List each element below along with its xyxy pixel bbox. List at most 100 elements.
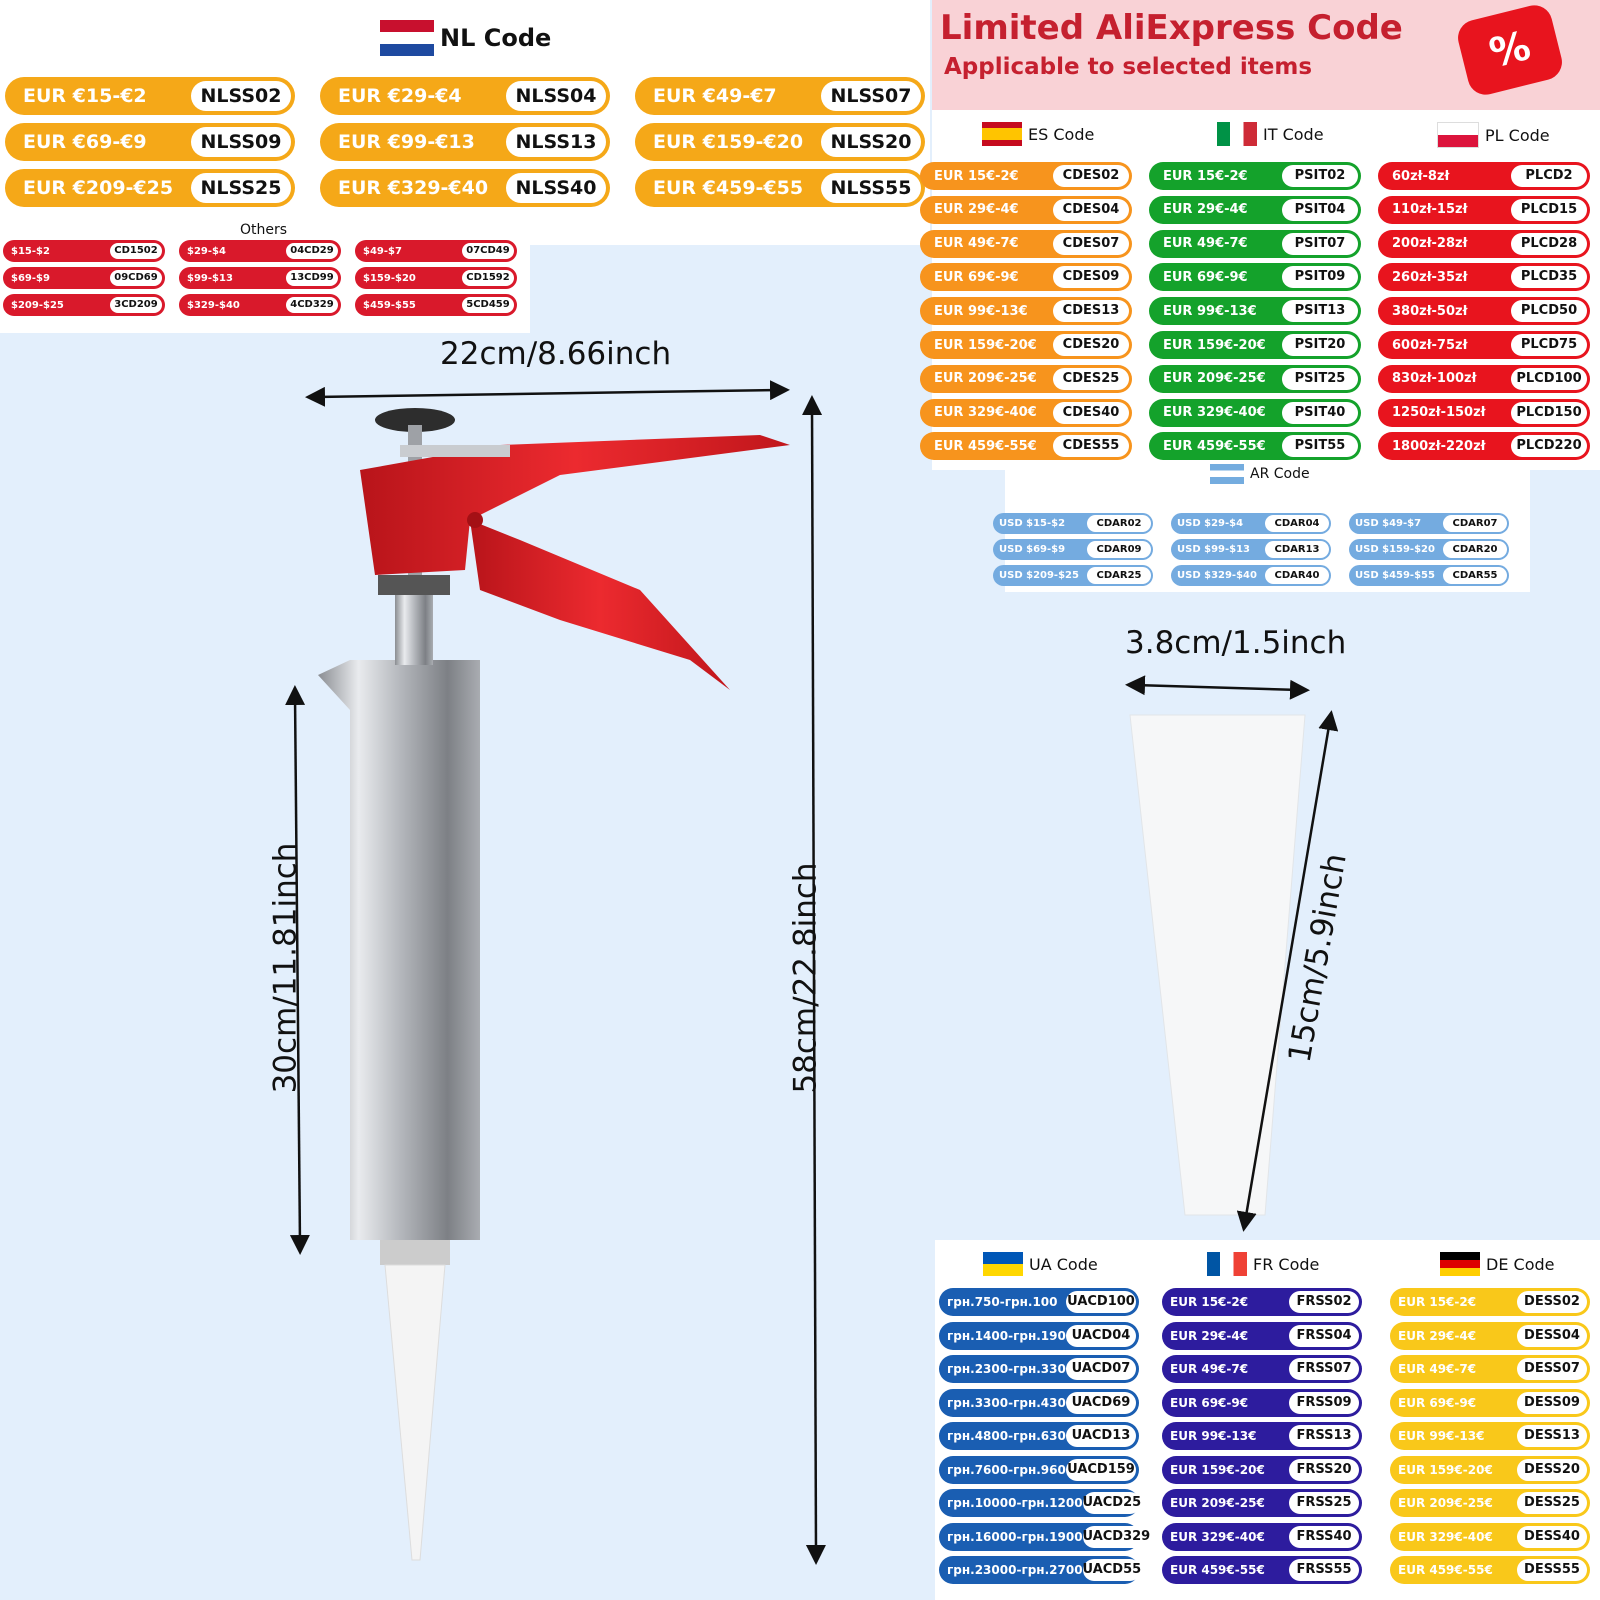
coupon-pill[interactable]: EUR 15€-2€CDES02	[920, 162, 1132, 190]
coupon-pill[interactable]: EUR 459€-55€DESS55	[1390, 1556, 1590, 1584]
coupon-code[interactable]: CDES55	[1053, 435, 1129, 458]
coupon-pill[interactable]: EUR 15€-2€DESS02	[1390, 1288, 1590, 1316]
coupon-pill[interactable]: EUR 159€-20€CDES20	[920, 331, 1132, 359]
coupon-pill[interactable]: EUR 329€-40€PSIT40	[1149, 398, 1361, 427]
coupon-pill[interactable]: EUR 159€-20€DESS20	[1390, 1455, 1590, 1484]
coupon-code[interactable]: DESS02	[1517, 1291, 1587, 1313]
coupon-code[interactable]: PSIT55	[1282, 435, 1358, 458]
coupon-code[interactable]: NLSS20	[821, 127, 921, 157]
coupon-code[interactable]: PSIT40	[1282, 401, 1358, 424]
coupon-pill[interactable]: EUR 329€-40€FRSS40	[1162, 1522, 1362, 1551]
coupon-code[interactable]: PLCD35	[1511, 266, 1587, 289]
coupon-code[interactable]: PSIT25	[1282, 367, 1358, 390]
coupon-pill[interactable]: EUR 209€-25€PSIT25	[1149, 364, 1361, 393]
coupon-code[interactable]: CDAR02	[1087, 515, 1151, 532]
coupon-code[interactable]: PSIT13	[1282, 300, 1358, 323]
coupon-pill[interactable]: EUR 15€-2€FRSS02	[1162, 1288, 1362, 1316]
coupon-code[interactable]: DESS20	[1517, 1458, 1587, 1481]
coupon-code[interactable]: DESS13	[1517, 1425, 1587, 1447]
coupon-code[interactable]: UACD04	[1066, 1324, 1136, 1347]
coupon-code[interactable]: NLSS40	[506, 173, 606, 203]
coupon-pill[interactable]: EUR 29€-4€DESS04	[1390, 1321, 1590, 1350]
coupon-code[interactable]: NLSS55	[821, 173, 921, 203]
coupon-code[interactable]: FRSS04	[1289, 1324, 1359, 1347]
coupon-code[interactable]: PSIT09	[1282, 266, 1358, 289]
coupon-code[interactable]: CDAR04	[1265, 515, 1329, 532]
coupon-code[interactable]: PSIT20	[1282, 334, 1358, 356]
coupon-code[interactable]: FRSS25	[1289, 1492, 1359, 1514]
coupon-code[interactable]: DESS55	[1517, 1559, 1587, 1581]
coupon-code[interactable]: UACD159	[1066, 1458, 1136, 1481]
coupon-code[interactable]: PSIT04	[1282, 198, 1358, 221]
coupon-pill[interactable]: EUR 29€-4€CDES04	[920, 195, 1132, 224]
coupon-pill[interactable]: EUR 49€-7€CDES07	[920, 229, 1132, 258]
coupon-code[interactable]: PLCD100	[1511, 367, 1587, 390]
coupon-code[interactable]: UACD100	[1066, 1291, 1136, 1313]
coupon-code[interactable]: CD1592	[462, 270, 514, 286]
coupon-code[interactable]: UACD07	[1066, 1358, 1136, 1380]
coupon-code[interactable]: NLSS25	[191, 173, 291, 203]
coupon-code[interactable]: 13CD99	[286, 270, 338, 286]
coupon-pill[interactable]: EUR 49€-7€PSIT07	[1149, 229, 1361, 258]
coupon-code[interactable]: PLCD220	[1511, 435, 1587, 458]
coupon-code[interactable]: 04CD29	[286, 243, 338, 259]
coupon-code[interactable]: NLSS09	[191, 127, 291, 157]
coupon-code[interactable]: CDAR13	[1265, 541, 1329, 558]
coupon-code[interactable]: CDES09	[1053, 266, 1129, 289]
coupon-pill[interactable]: EUR 209€-25€CDES25	[920, 364, 1132, 393]
coupon-pill[interactable]: EUR 99€-13€DESS13	[1390, 1422, 1590, 1450]
coupon-code[interactable]: 07CD49	[462, 243, 514, 259]
coupon-pill[interactable]: EUR 209€-25€DESS25	[1390, 1489, 1590, 1517]
coupon-code[interactable]: 09CD69	[110, 270, 162, 286]
coupon-code[interactable]: CDAR40	[1265, 567, 1329, 584]
coupon-pill[interactable]: EUR 99€-13€CDES13	[920, 297, 1132, 326]
coupon-code[interactable]: PSIT02	[1282, 165, 1358, 187]
coupon-code[interactable]: PLCD15	[1511, 198, 1587, 221]
coupon-pill[interactable]: EUR 69€-9€DESS09	[1390, 1388, 1590, 1417]
coupon-code[interactable]: DESS04	[1517, 1324, 1587, 1347]
coupon-pill[interactable]: EUR 329€-40€CDES40	[920, 398, 1132, 427]
coupon-code[interactable]: FRSS09	[1289, 1391, 1359, 1414]
coupon-code[interactable]: CDAR20	[1443, 541, 1507, 558]
coupon-code[interactable]: FRSS13	[1289, 1425, 1359, 1447]
coupon-code[interactable]: 3CD209	[110, 297, 162, 313]
coupon-code[interactable]: CDAR07	[1443, 515, 1507, 532]
coupon-code[interactable]: FRSS55	[1289, 1559, 1359, 1581]
coupon-code[interactable]: CDES07	[1053, 232, 1129, 255]
coupon-pill[interactable]: EUR 459€-55€PSIT55	[1149, 432, 1361, 461]
coupon-code[interactable]: CD1502	[110, 243, 162, 259]
coupon-code[interactable]: 5CD459	[462, 297, 514, 313]
